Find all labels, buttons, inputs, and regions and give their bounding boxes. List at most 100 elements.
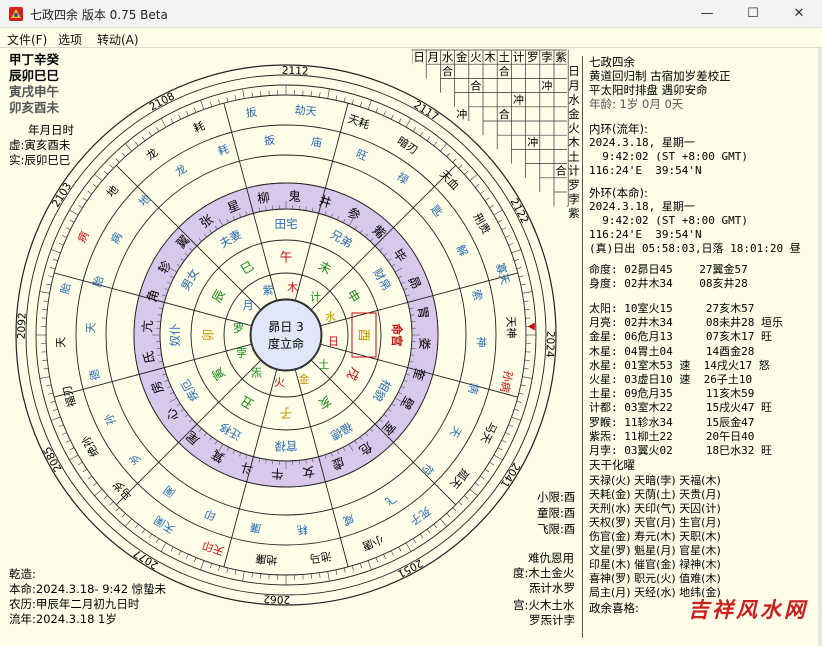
planet-row: 罗睺: 11轸水34 15辰金47 — [589, 415, 755, 429]
outer-star-label: 地 — [104, 183, 121, 200]
tick-mark — [234, 95, 237, 101]
degree-label: 2041 — [498, 460, 522, 489]
tick-mark — [121, 513, 126, 518]
branch-label: 巳 — [238, 258, 256, 277]
ascendant-pointer — [527, 322, 535, 331]
center-label-2: 度立命 — [268, 336, 304, 351]
tick-mark — [178, 550, 182, 556]
tick-mark — [403, 288, 408, 291]
close-button[interactable]: ✕ — [793, 6, 805, 21]
tick-mark — [391, 263, 396, 267]
menu-file[interactable]: 文件(F) — [7, 33, 48, 47]
tick-mark — [52, 408, 58, 411]
panel-divider — [582, 56, 583, 638]
house-divider — [115, 360, 261, 506]
tiangan-row: 喜神(罗) 职元(火) 值难(木) — [589, 572, 721, 585]
grid-row-label: 木 — [568, 135, 580, 149]
outer-star-label: 病 — [466, 381, 482, 395]
outer-star-label: 胎 — [90, 274, 106, 288]
tick-mark — [218, 443, 224, 452]
tick-mark — [336, 449, 340, 454]
tick-mark — [48, 275, 54, 278]
planet-row: 月亮: 02井木34 08未井28 垣乐 — [589, 316, 783, 330]
inner-date: 2024.3.18, 星期一 — [589, 136, 695, 149]
tick-mark — [155, 538, 160, 543]
tick-mark — [383, 252, 388, 256]
outer-star-label: 神 — [474, 336, 488, 348]
outer-star-label: 小唐 — [360, 532, 386, 553]
outer-star-label: 死子 — [407, 504, 432, 528]
mansion-label: 亢 — [139, 319, 155, 333]
tick-mark — [405, 118, 412, 128]
pillars-line-1: 甲丁辛癸 — [9, 52, 60, 67]
inner-ring-label: 内环(流年): — [589, 122, 648, 136]
tick-mark — [522, 291, 533, 294]
tick-mark — [497, 219, 503, 223]
panel-title-3: 平太阳时排盘 遇卯安命 — [589, 83, 708, 97]
mansion-label: 柳 — [256, 189, 271, 206]
planet-row: 太阳: 10室火15 27亥木57 — [589, 302, 755, 315]
grid-aspect-cell: 合 — [556, 164, 567, 178]
tick-mark — [251, 92, 253, 98]
tick-mark — [426, 528, 431, 534]
grid-row-label: 计 — [568, 164, 580, 178]
tick-mark — [184, 414, 189, 418]
mansion-label: 氐 — [140, 350, 157, 365]
tick-mark — [92, 183, 98, 188]
tick-mark — [335, 569, 338, 575]
tick-mark — [398, 275, 402, 279]
tick-mark — [387, 408, 392, 412]
tick-mark — [383, 111, 386, 116]
tick-mark — [391, 403, 396, 407]
tick-mark — [516, 400, 522, 403]
chart-ring — [133, 182, 439, 488]
grid-row-label: 罗 — [568, 178, 580, 192]
tick-mark — [169, 267, 178, 273]
tick-mark — [115, 507, 120, 512]
mansion-label: 昴 — [405, 274, 424, 291]
menu-options[interactable]: 选项 — [58, 33, 83, 47]
grid-row-label: 土 — [568, 149, 580, 163]
tick-mark — [218, 99, 221, 105]
tick-mark — [82, 197, 88, 202]
maximize-button[interactable]: ☐ — [747, 6, 759, 21]
tick-mark — [405, 373, 410, 376]
tick-mark — [141, 528, 146, 534]
degree-label: 2062 — [263, 592, 290, 605]
pillars-line-3: 寅戌申午 — [9, 84, 60, 99]
outer-star-label: 天 — [447, 424, 464, 440]
menu-rotate[interactable]: 转动(A) — [97, 33, 139, 47]
tick-mark — [324, 454, 327, 459]
tick-mark — [157, 314, 162, 316]
tick-mark — [164, 379, 169, 382]
tick-mark — [398, 391, 402, 395]
tick-mark — [440, 143, 447, 152]
inner-planet-label: 罗 — [233, 322, 244, 335]
tick-mark — [311, 207, 314, 212]
tick-mark — [426, 136, 431, 142]
tick-mark — [514, 259, 520, 262]
tick-mark — [398, 118, 402, 124]
grid-header: 火 — [470, 50, 482, 64]
tick-mark — [351, 99, 354, 105]
tiangan-row: 天禄(火) 天暗(孛) 天福(木) — [589, 474, 721, 487]
tick-mark — [103, 495, 108, 500]
inner-planet-label: 紫 — [263, 284, 274, 297]
house-divider — [294, 103, 349, 301]
tick-mark — [226, 447, 230, 451]
minimize-button[interactable]: — — [700, 6, 714, 21]
tick-mark — [310, 573, 312, 579]
tongxian-info: 童限:酉 — [537, 506, 576, 520]
grid-header: 罗 — [527, 50, 539, 64]
branch-label: 申 — [344, 287, 363, 305]
outer-star-label: 符 — [419, 461, 436, 478]
tick-mark — [43, 300, 49, 302]
grid-header: 土 — [499, 50, 511, 64]
outer-star-label: 病 — [107, 230, 125, 246]
mansion-label: 井 — [317, 193, 333, 211]
tick-mark — [186, 111, 189, 116]
outer-star-label: 天阑 — [151, 513, 177, 537]
degree-label: 2077 — [132, 547, 161, 571]
tick-mark — [42, 309, 48, 311]
tick-mark — [359, 563, 362, 569]
